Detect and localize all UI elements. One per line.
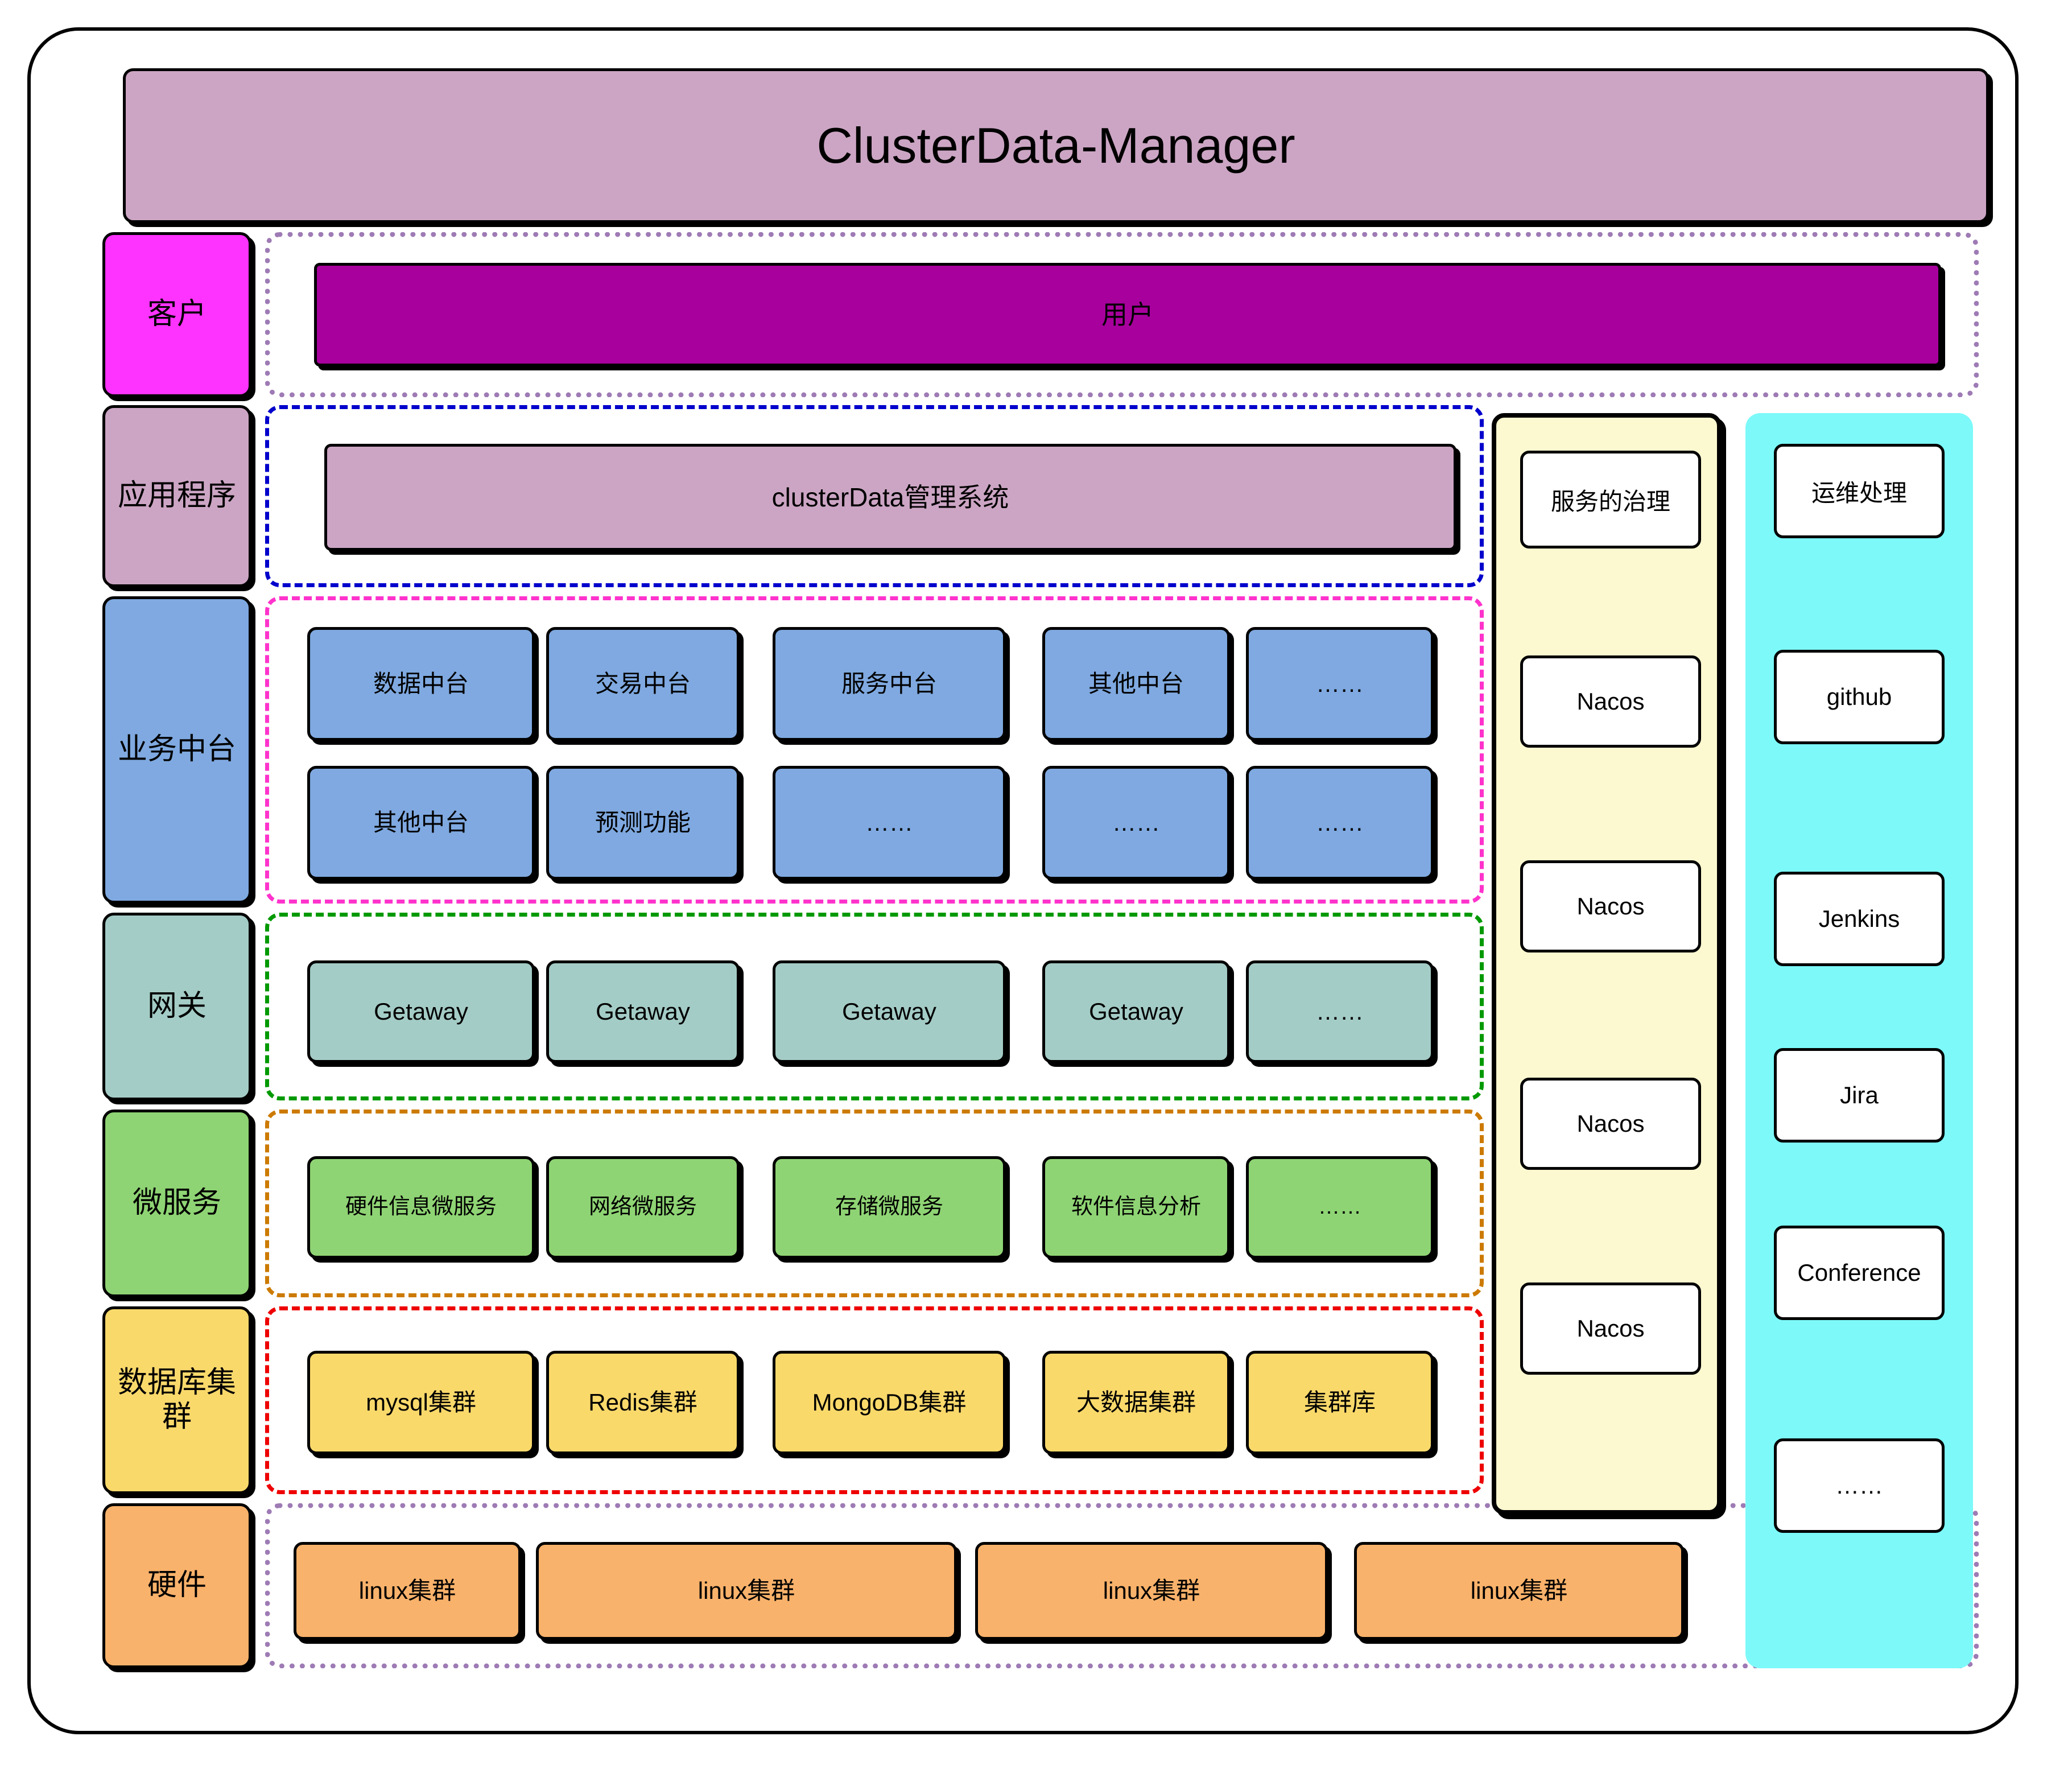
hardware-card[interactable]: linux集群 (975, 1542, 1328, 1640)
devops-item-jira[interactable]: Jira (1774, 1048, 1945, 1143)
business-card[interactable]: …… (1246, 766, 1434, 880)
gateway-card[interactable]: Getaway (307, 960, 535, 1063)
database-card[interactable]: 大数据集群 (1042, 1351, 1230, 1454)
group-gateway-layer (265, 913, 1484, 1100)
gateway-card[interactable]: …… (1246, 960, 1434, 1063)
microservice-card[interactable]: 硬件信息微服务 (307, 1156, 535, 1259)
stage-label-business[interactable]: 业务中台 (102, 596, 251, 904)
database-card[interactable]: MongoDB集群 (773, 1351, 1006, 1454)
database-card[interactable]: 集群库 (1246, 1351, 1434, 1454)
business-card[interactable]: 数据中台 (307, 627, 535, 741)
stage-label-client[interactable]: 客户 (102, 232, 251, 397)
group-business-layer (265, 596, 1484, 904)
stage-label-microservice[interactable]: 微服务 (102, 1110, 251, 1297)
governance-column: 服务的治理 Nacos Nacos Nacos Nacos (1492, 413, 1722, 1515)
governance-nacos-item[interactable]: Nacos (1520, 1282, 1701, 1375)
business-card[interactable]: 预测功能 (546, 766, 740, 880)
governance-nacos-item[interactable]: Nacos (1520, 860, 1701, 952)
stage-label-database[interactable]: 数据库集群 (102, 1306, 251, 1494)
stage-label-gateway[interactable]: 网关 (102, 913, 251, 1100)
governance-nacos-item[interactable]: Nacos (1520, 655, 1701, 748)
devops-column: 运维处理 github Jenkins Jira Conference …… (1745, 413, 1973, 1668)
microservice-card[interactable]: …… (1246, 1156, 1434, 1259)
application-system-box[interactable]: clusterData管理系统 (324, 444, 1456, 551)
user-bar[interactable]: 用户 (314, 263, 1941, 366)
hardware-card[interactable]: linux集群 (536, 1542, 957, 1640)
microservice-card[interactable]: 网络微服务 (546, 1156, 740, 1259)
hardware-card[interactable]: linux集群 (1354, 1542, 1684, 1640)
gateway-card[interactable]: Getaway (773, 960, 1006, 1063)
governance-nacos-item[interactable]: Nacos (1520, 1078, 1701, 1170)
business-card[interactable]: …… (1042, 766, 1230, 880)
gateway-card[interactable]: Getaway (546, 960, 740, 1063)
devops-item-more[interactable]: …… (1774, 1438, 1945, 1533)
business-card[interactable]: …… (1246, 627, 1434, 741)
microservice-card[interactable]: 软件信息分析 (1042, 1156, 1230, 1259)
gateway-card[interactable]: Getaway (1042, 960, 1230, 1063)
governance-header[interactable]: 服务的治理 (1520, 451, 1701, 549)
group-database-layer (265, 1306, 1484, 1494)
business-card[interactable]: 交易中台 (546, 627, 740, 741)
business-card[interactable]: 其他中台 (307, 766, 535, 880)
page-title: ClusterData-Manager (123, 68, 1989, 223)
business-card[interactable]: 其他中台 (1042, 627, 1230, 741)
group-hardware-layer (265, 1503, 1979, 1668)
stage-label-application[interactable]: 应用程序 (102, 405, 251, 587)
group-client-layer (265, 232, 1979, 397)
stage-label-hardware[interactable]: 硬件 (102, 1503, 251, 1668)
database-card[interactable]: Redis集群 (546, 1351, 740, 1454)
microservice-card[interactable]: 存储微服务 (773, 1156, 1006, 1259)
database-card[interactable]: mysql集群 (307, 1351, 535, 1454)
group-application-layer (265, 405, 1484, 587)
devops-header[interactable]: 运维处理 (1774, 444, 1945, 538)
business-card[interactable]: …… (773, 766, 1006, 880)
hardware-card[interactable]: linux集群 (294, 1542, 521, 1640)
devops-item-conference[interactable]: Conference (1774, 1226, 1945, 1320)
group-microservice-layer (265, 1110, 1484, 1297)
devops-item-jenkins[interactable]: Jenkins (1774, 872, 1945, 966)
business-card[interactable]: 服务中台 (773, 627, 1006, 741)
devops-item-github[interactable]: github (1774, 650, 1945, 744)
